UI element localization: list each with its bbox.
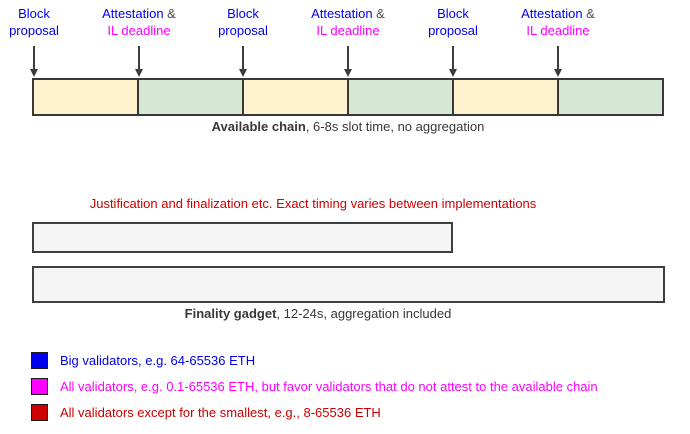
event-label-line1: Attestation & xyxy=(74,5,204,22)
slot-segment-block-proposal xyxy=(452,78,559,116)
event-label-attestation-il-deadline: Attestation & IL deadline xyxy=(283,5,413,39)
event-label-line2: proposal xyxy=(428,23,478,38)
event-label-line1: Attestation & xyxy=(493,5,623,22)
ampersand-text: & xyxy=(163,6,176,21)
slot-segment-attestation xyxy=(557,78,664,116)
attestation-text: Attestation xyxy=(102,6,164,21)
attestation-text: Attestation xyxy=(311,6,373,21)
available-chain-caption: Available chain, 6-8s slot time, no aggr… xyxy=(32,119,664,134)
slot-segment-attestation xyxy=(347,78,454,116)
legend-label: All validators, e.g. 0.1-65536 ETH, but … xyxy=(60,378,598,394)
finality-gadget-caption: Finality gadget, 12-24s, aggregation inc… xyxy=(0,306,636,321)
event-label-block-proposal: Block proposal xyxy=(178,5,308,39)
event-label-line1: Block xyxy=(18,6,50,21)
legend-swatch-blue xyxy=(31,351,48,369)
down-arrow-icon xyxy=(448,46,458,77)
available-chain-bar xyxy=(32,78,664,116)
ampersand-text: & xyxy=(372,6,385,21)
legend-item-all-except-smallest: All validators except for the smallest, … xyxy=(31,402,381,422)
event-label-attestation-il-deadline: Attestation & IL deadline xyxy=(493,5,623,39)
event-label-block-proposal: Block proposal xyxy=(388,5,518,39)
down-arrow-icon xyxy=(134,46,144,77)
legend-label: All validators except for the smallest, … xyxy=(60,404,381,420)
ampersand-text: & xyxy=(582,6,595,21)
event-label-block-proposal: Block proposal xyxy=(0,5,99,39)
legend-swatch-red xyxy=(31,403,48,421)
finality-gadget-bar-short xyxy=(32,222,453,253)
finality-gadget-caption-rest: , 12-24s, aggregation included xyxy=(276,306,452,321)
available-chain-caption-rest: , 6-8s slot time, no aggregation xyxy=(305,119,485,134)
down-arrow-icon xyxy=(553,46,563,77)
event-label-attestation-il-deadline: Attestation & IL deadline xyxy=(74,5,204,39)
legend-label: Big validators, e.g. 64-65536 ETH xyxy=(60,352,256,368)
down-arrow-icon xyxy=(29,46,39,77)
legend-item-big-validators: Big validators, e.g. 64-65536 ETH xyxy=(31,350,255,370)
finality-note: Justification and finalization etc. Exac… xyxy=(89,196,537,211)
legend-swatch-magenta xyxy=(31,377,48,395)
available-chain-caption-bold: Available chain xyxy=(211,119,306,134)
down-arrow-icon xyxy=(238,46,248,77)
event-label-line1: Block xyxy=(227,6,259,21)
finality-gadget-bar-long xyxy=(32,266,665,303)
event-label-line2: proposal xyxy=(218,23,268,38)
legend-item-all-validators: All validators, e.g. 0.1-65536 ETH, but … xyxy=(31,376,598,396)
slot-segment-attestation xyxy=(137,78,244,116)
slot-segment-block-proposal xyxy=(242,78,349,116)
attestation-text: Attestation xyxy=(521,6,583,21)
down-arrow-icon xyxy=(343,46,353,77)
finality-gadget-caption-bold: Finality gadget xyxy=(184,306,277,321)
slot-segment-block-proposal xyxy=(32,78,139,116)
event-label-line2: IL deadline xyxy=(316,23,380,38)
event-label-line1: Block xyxy=(437,6,469,21)
event-label-line2: IL deadline xyxy=(526,23,590,38)
event-label-line1: Attestation & xyxy=(283,5,413,22)
event-label-line2: proposal xyxy=(9,23,59,38)
event-label-line2: IL deadline xyxy=(107,23,171,38)
